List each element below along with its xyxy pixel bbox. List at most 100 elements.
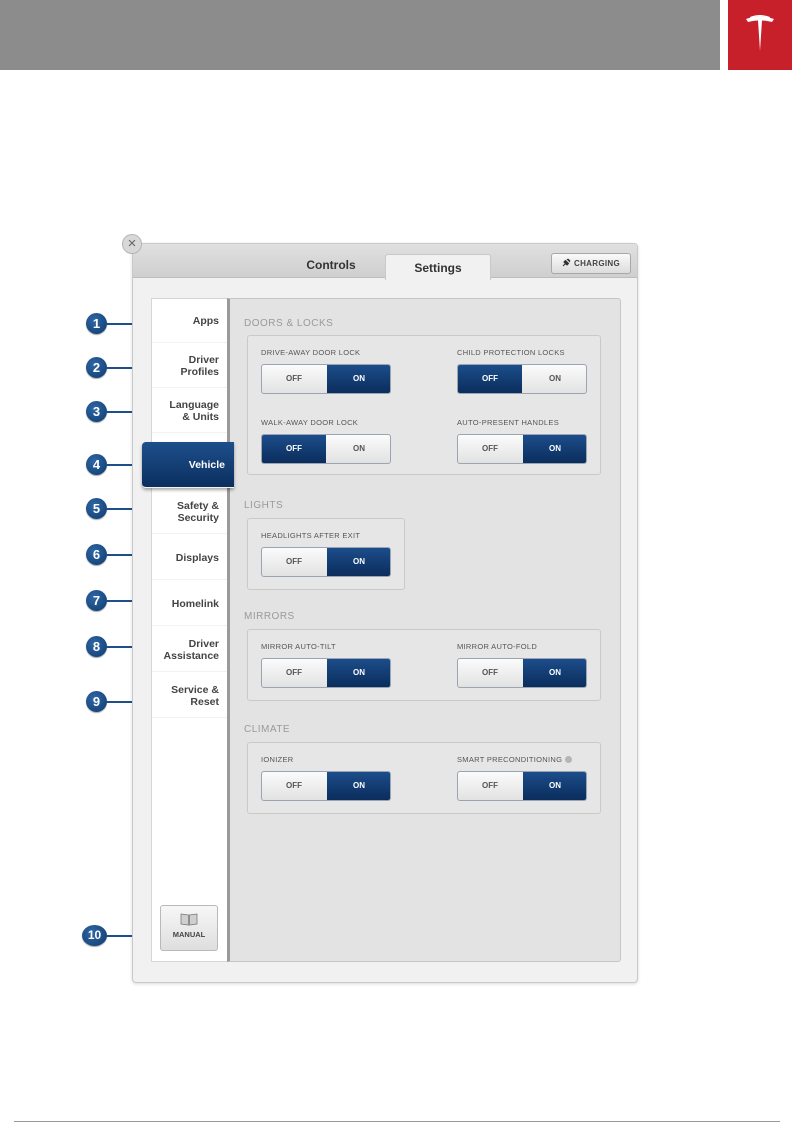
toggle-off-option[interactable]: OFF (286, 781, 302, 790)
callout-line (106, 508, 152, 510)
drive-away-lock-toggle[interactable]: OFF ON (261, 364, 391, 394)
toggle-on-option[interactable]: ON (523, 659, 586, 687)
mirror-auto-fold-toggle[interactable]: OFF ON (457, 658, 587, 688)
sidebar-item-displays[interactable]: Displays (152, 536, 228, 580)
callout-9: 9 (86, 691, 152, 712)
callout-line (106, 323, 152, 325)
smart-preconditioning-control: SMART PRECONDITIONING OFF ON (457, 755, 587, 801)
close-button[interactable]: × (122, 234, 142, 254)
callout-line (106, 411, 152, 413)
control-label: DRIVE-AWAY DOOR LOCK (261, 348, 361, 357)
auto-present-handles-toggle[interactable]: OFF ON (457, 434, 587, 464)
control-label: HEADLIGHTS AFTER EXIT (261, 531, 361, 540)
sidebar-item-driver-assistance[interactable]: Driver Assistance (152, 628, 228, 672)
toggle-on-option[interactable]: ON (523, 772, 586, 800)
sidebar-item-label: Displays (175, 551, 219, 564)
tab-controls[interactable]: Controls (306, 258, 356, 272)
callout-number: 4 (86, 454, 107, 475)
sidebar-item-label: Apps (192, 314, 219, 327)
sidebar-item-label: Safety & Security (176, 499, 219, 524)
callout-line (106, 554, 152, 556)
sidebar-item-label: Homelink (171, 597, 219, 610)
toggle-on-option[interactable]: ON (523, 435, 586, 463)
section-title-climate: CLIMATE (244, 724, 291, 735)
callout-number: 5 (86, 498, 107, 519)
sidebar-item-vehicle[interactable]: Vehicle (142, 442, 234, 488)
callout-number: 10 (82, 925, 107, 946)
callout-line (106, 367, 152, 369)
mirrors-group: MIRROR AUTO-TILT OFF ON MIRROR AUTO-FOLD… (247, 629, 601, 701)
manual-button[interactable]: MANUAL (160, 905, 218, 951)
toggle-off-option[interactable]: OFF (262, 435, 326, 463)
callout-4: 4 (86, 454, 152, 475)
walk-away-lock-toggle[interactable]: OFF ON (261, 434, 391, 464)
sidebar-item-label: Vehicle (188, 458, 225, 471)
sidebar-item-safety-security[interactable]: Safety & Security (152, 490, 228, 534)
sidebar-item-apps[interactable]: Apps (152, 299, 228, 343)
charging-button[interactable]: CHARGING (551, 253, 631, 274)
close-icon: × (127, 235, 137, 252)
callout-number: 2 (86, 357, 107, 378)
callout-line (106, 646, 152, 648)
callout-3: 3 (86, 401, 152, 422)
drive-away-lock-control: DRIVE-AWAY DOOR LOCK OFF ON (261, 348, 391, 394)
callout-2: 2 (86, 357, 152, 378)
child-protection-toggle[interactable]: OFF ON (457, 364, 587, 394)
callout-number: 8 (86, 636, 107, 657)
callout-line (106, 701, 152, 703)
lights-group: HEADLIGHTS AFTER EXIT OFF ON (247, 518, 405, 590)
toggle-on-option[interactable]: ON (549, 374, 561, 383)
toggle-on-option[interactable]: ON (327, 772, 390, 800)
control-label: WALK-AWAY DOOR LOCK (261, 418, 359, 427)
section-title-doors: DOORS & LOCKS (244, 318, 334, 329)
callout-6: 6 (86, 544, 152, 565)
mirror-auto-tilt-toggle[interactable]: OFF ON (261, 658, 391, 688)
footer-rule (14, 1121, 780, 1122)
toggle-off-option[interactable]: OFF (482, 668, 498, 677)
child-protection-control: CHILD PROTECTION LOCKS OFF ON (457, 348, 587, 394)
smart-preconditioning-toggle[interactable]: OFF ON (457, 771, 587, 801)
doors-group: DRIVE-AWAY DOOR LOCK OFF ON CHILD PROTEC… (247, 335, 601, 475)
settings-sidebar: Apps Driver Profiles Language & Units Ve… (142, 298, 234, 962)
tab-bar: Controls Settings CHARGING (133, 244, 637, 280)
callout-line (106, 935, 152, 937)
toggle-off-option[interactable]: OFF (482, 781, 498, 790)
sidebar-item-driver-profiles[interactable]: Driver Profiles (152, 344, 228, 388)
callout-number: 3 (86, 401, 107, 422)
callout-number: 9 (86, 691, 107, 712)
headlights-after-exit-control: HEADLIGHTS AFTER EXIT OFF ON (261, 531, 391, 577)
settings-panel: Controls Settings CHARGING Apps Driver P… (132, 243, 638, 983)
tab-settings[interactable]: Settings (385, 254, 491, 280)
toggle-on-option[interactable]: ON (353, 444, 365, 453)
toggle-off-option[interactable]: OFF (286, 374, 302, 383)
toggle-off-option[interactable]: OFF (458, 365, 522, 393)
callout-line (106, 600, 152, 602)
sidebar-item-service-reset[interactable]: Service & Reset (152, 674, 228, 718)
toggle-off-option[interactable]: OFF (286, 668, 302, 677)
toggle-off-option[interactable]: OFF (286, 557, 302, 566)
sidebar-item-label: Driver Profiles (180, 353, 219, 378)
toggle-on-option[interactable]: ON (327, 548, 390, 576)
control-label: SMART PRECONDITIONING (457, 755, 573, 764)
section-title-lights: LIGHTS (244, 500, 284, 511)
callout-number: 1 (86, 313, 107, 334)
toggle-on-option[interactable]: ON (327, 659, 390, 687)
tesla-logo-icon (746, 15, 774, 51)
header-band (0, 0, 720, 70)
brand-logo-box (728, 0, 792, 70)
toggle-on-option[interactable]: ON (327, 365, 390, 393)
callout-1: 1 (86, 313, 152, 334)
settings-content: DOORS & LOCKS DRIVE-AWAY DOOR LOCK OFF O… (227, 298, 621, 962)
info-icon[interactable] (565, 756, 573, 763)
sidebar-item-language-units[interactable]: Language & Units (152, 389, 228, 433)
sidebar-item-label: Driver Assistance (163, 637, 219, 662)
callout-number: 6 (86, 544, 107, 565)
ionizer-control: IONIZER OFF ON (261, 755, 391, 801)
sidebar-item-label: Service & Reset (171, 683, 219, 708)
sidebar-item-homelink[interactable]: Homelink (152, 582, 228, 626)
ionizer-toggle[interactable]: OFF ON (261, 771, 391, 801)
book-icon (180, 913, 198, 926)
section-title-mirrors: MIRRORS (244, 611, 295, 622)
headlights-after-exit-toggle[interactable]: OFF ON (261, 547, 391, 577)
toggle-off-option[interactable]: OFF (482, 444, 498, 453)
